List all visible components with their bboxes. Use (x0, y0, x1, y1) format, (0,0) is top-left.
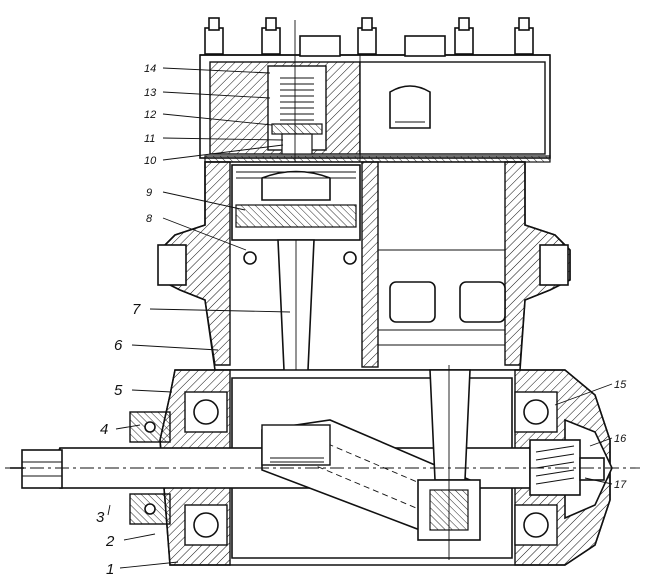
rear-cover (529, 418, 613, 520)
callout-13: 13 (144, 87, 157, 99)
callout-1: 1 (106, 561, 114, 578)
cylinder-block (157, 161, 571, 371)
leader-lines (107, 67, 613, 569)
callout-4: 4 (100, 421, 108, 438)
callout-17: 17 (614, 479, 627, 491)
cylinder-head (199, 20, 551, 560)
piston (231, 164, 361, 265)
head-gasket (204, 155, 551, 163)
callout-6: 6 (114, 337, 123, 354)
right-bearing-bottom (514, 504, 558, 546)
left-bearing-bottom (184, 504, 228, 546)
callout-2: 2 (105, 533, 115, 550)
right-bearing-top (514, 391, 558, 433)
callout-14: 14 (144, 63, 156, 75)
callout-5: 5 (114, 382, 123, 399)
valve-spring (280, 77, 314, 121)
callout-11: 11 (144, 133, 155, 145)
callout-15: 15 (614, 379, 627, 391)
head-studs (204, 17, 534, 57)
callout-10: 10 (144, 155, 157, 167)
left-bearing-top (184, 391, 228, 433)
callout-16: 16 (614, 433, 627, 445)
callout-7: 7 (132, 301, 141, 318)
callout-3: 3 (96, 509, 105, 526)
callout-9: 9 (146, 187, 152, 199)
callout-labels: 14 13 12 11 10 9 8 7 6 5 4 3 2 1 15 16 1… (96, 63, 627, 578)
callout-8: 8 (146, 213, 153, 225)
callout-12: 12 (144, 109, 156, 121)
